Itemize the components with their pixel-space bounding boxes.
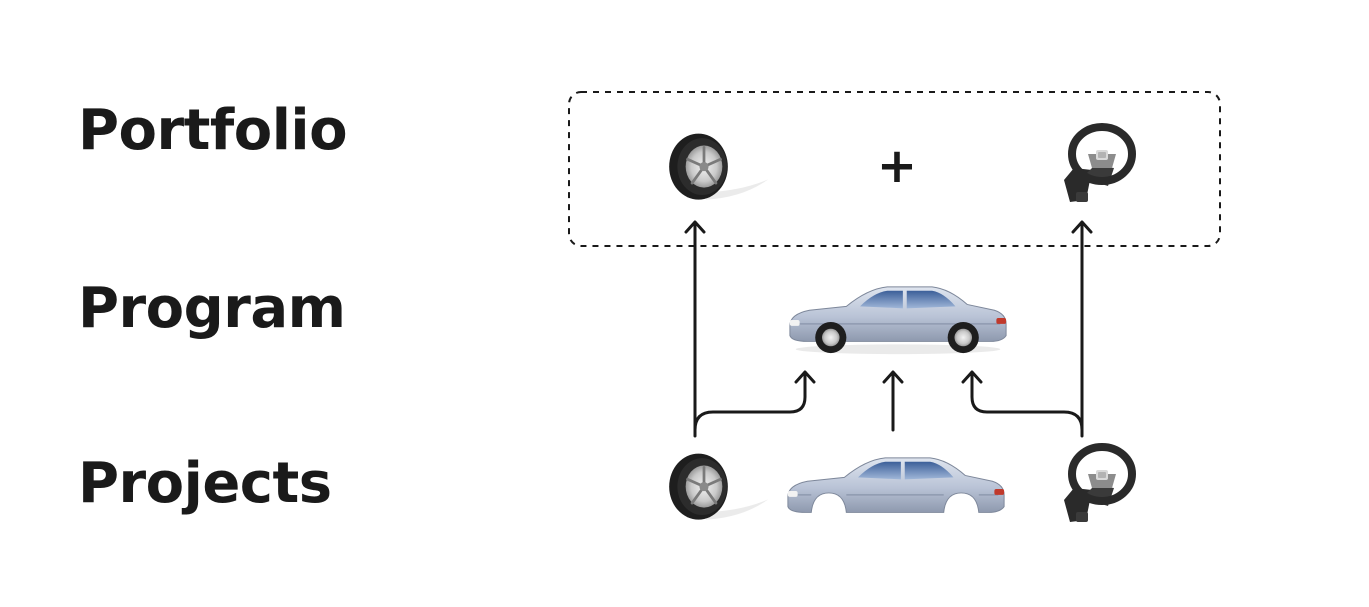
arrow-head-tire-portfolio bbox=[684, 220, 706, 234]
arrow-head-steer-program bbox=[961, 370, 983, 384]
arrow-head-tire-program bbox=[794, 370, 816, 384]
project-car-body-icon bbox=[787, 457, 1005, 514]
level-label-program: Program bbox=[78, 276, 346, 341]
program-car-icon bbox=[789, 286, 1007, 355]
project-steering-wheel-icon bbox=[1064, 447, 1132, 522]
project-tire-icon bbox=[667, 452, 770, 521]
arrow-head-steer-portfolio bbox=[1071, 220, 1093, 234]
arrow-head-body-program bbox=[882, 370, 904, 384]
arrow-steer-to-program bbox=[970, 372, 1084, 432]
portfolio-dashed-box bbox=[568, 91, 1221, 247]
portfolio-tire-icon bbox=[660, 125, 770, 210]
portfolio-steering-wheel-icon bbox=[1052, 120, 1142, 210]
level-label-portfolio: Portfolio bbox=[78, 98, 348, 163]
level-label-projects: Projects bbox=[78, 451, 332, 516]
plus-operator: + bbox=[877, 138, 917, 194]
arrow-tire-to-program bbox=[693, 372, 807, 432]
